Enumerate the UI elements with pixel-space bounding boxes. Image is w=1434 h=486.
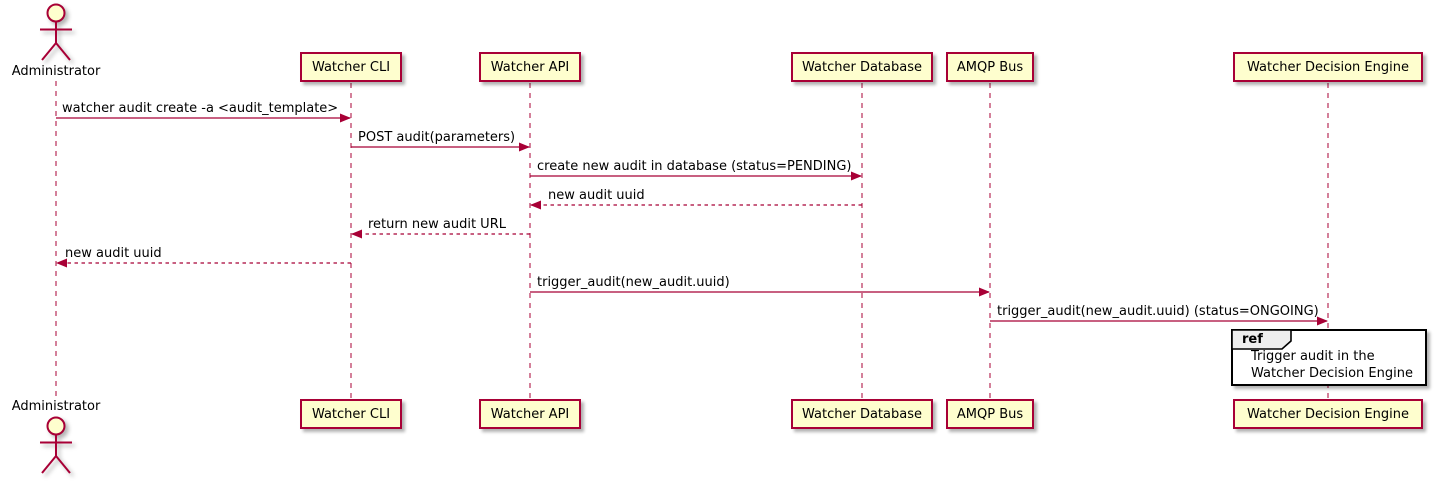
ref-tag-label: ref — [1242, 332, 1263, 347]
participant-box-watcher-cli-bottom: Watcher CLI — [300, 399, 402, 429]
message-label-3: create new audit in database (status=PEN… — [537, 159, 852, 174]
ref-body-line-1: Trigger audit in the — [1251, 349, 1375, 364]
administrator-actor-icon-bottom — [40, 416, 72, 474]
participant-box-watcher-decision-engine-top: Watcher Decision Engine — [1233, 52, 1423, 82]
message-arrowhead-1 — [340, 113, 351, 123]
participant-box-watcher-database-bottom: Watcher Database — [791, 399, 933, 429]
ref-body-text: Trigger audit in the Watcher Decision En… — [1251, 348, 1413, 382]
participant-box-watcher-decision-engine-bottom: Watcher Decision Engine — [1233, 399, 1423, 429]
message-arrowhead-8 — [1317, 316, 1328, 326]
administrator-label-top: Administrator — [11, 64, 101, 79]
participant-box-amqp-bus-top: AMQP Bus — [946, 52, 1034, 82]
message-arrowhead-6 — [56, 258, 67, 268]
message-label-6: new audit uuid — [65, 246, 162, 261]
message-label-2: POST audit(parameters) — [358, 130, 516, 145]
message-arrowhead-2 — [519, 142, 530, 152]
message-arrowhead-3 — [851, 171, 862, 181]
ref-body-line-2: Watcher Decision Engine — [1251, 366, 1413, 381]
participant-box-watcher-cli-top: Watcher CLI — [300, 52, 402, 82]
participant-box-watcher-database-top: Watcher Database — [791, 52, 933, 82]
participant-box-amqp-bus-bottom: AMQP Bus — [946, 399, 1034, 429]
message-label-5: return new audit URL — [368, 217, 506, 232]
participant-box-watcher-api-top: Watcher API — [479, 52, 581, 82]
message-arrowhead-7 — [979, 287, 990, 297]
administrator-actor-icon-top — [40, 3, 72, 61]
administrator-label-bottom: Administrator — [11, 399, 101, 414]
message-label-7: trigger_audit(new_audit.uuid) — [537, 275, 730, 290]
message-arrowhead-4 — [530, 200, 541, 210]
participant-box-watcher-api-bottom: Watcher API — [479, 399, 581, 429]
ref-header-pentagon — [1231, 329, 1292, 350]
message-label-8: trigger_audit(new_audit.uuid) (status=ON… — [997, 304, 1319, 319]
message-arrowhead-5 — [351, 229, 362, 239]
ref-fragment: ref Trigger audit in the Watcher Decisio… — [1231, 329, 1427, 386]
message-label-1: watcher audit create -a <audit_template> — [62, 101, 339, 116]
message-label-4: new audit uuid — [548, 188, 645, 203]
